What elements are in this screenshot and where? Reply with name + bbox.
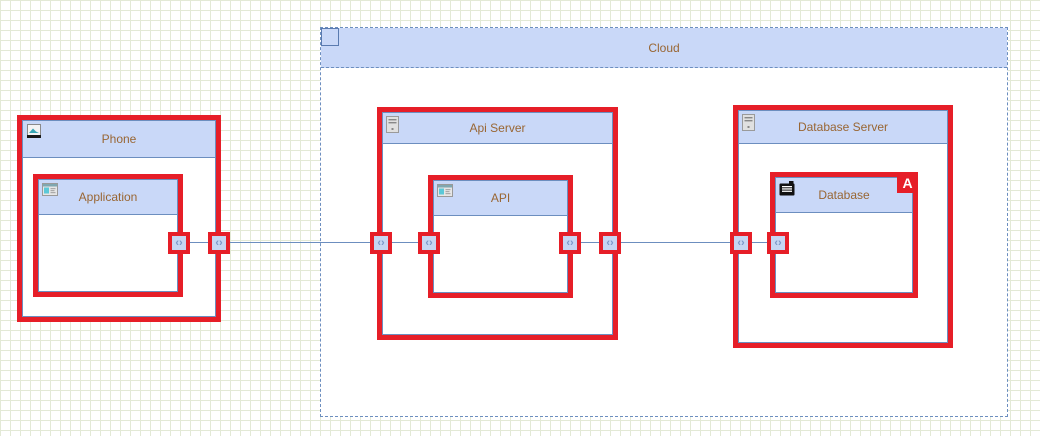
node-phone-label: Phone [101,132,137,146]
server-icon [386,116,399,136]
node-api-server-header: Api Server [383,113,612,144]
node-api[interactable]: API [433,180,568,293]
app-window-icon [437,184,453,200]
server-icon [742,114,755,134]
connection-point-api-server-right[interactable]: ‹› [599,232,621,254]
edge-api-database[interactable] [568,242,777,243]
node-application-label: Application [78,190,138,204]
annotation-badge-a[interactable]: A [897,172,918,193]
connection-point-api-left[interactable]: ‹› [418,232,440,254]
phone-icon [26,124,42,142]
app-window-icon [42,183,58,199]
node-phone-header: Phone [23,121,215,158]
disk-icon [779,181,795,199]
node-database-header: Database [776,178,912,213]
connection-point-database-left[interactable]: ‹› [767,232,789,254]
connection-point-application-right[interactable]: ‹› [168,232,190,254]
connection-point-phone-right[interactable]: ‹› [208,232,230,254]
node-database-label: Database [818,188,870,202]
cloud-label: Cloud [648,40,680,55]
connection-point-api-server-left[interactable]: ‹› [370,232,392,254]
cloud-header: Cloud [321,28,1007,68]
edge-application-api[interactable] [180,242,433,243]
node-application-header: Application [39,180,177,215]
node-api-header: API [434,181,567,216]
node-database-server-label: Database Server [797,120,889,134]
node-database-server-header: Database Server [739,111,947,144]
node-api-server-label: Api Server [469,121,526,135]
connection-point-database-server-left[interactable]: ‹› [730,232,752,254]
node-database[interactable]: Database [775,177,913,293]
connection-point-api-right[interactable]: ‹› [559,232,581,254]
node-application[interactable]: Application [38,179,178,292]
collapse-toggle[interactable] [321,28,339,46]
node-api-label: API [490,191,511,205]
